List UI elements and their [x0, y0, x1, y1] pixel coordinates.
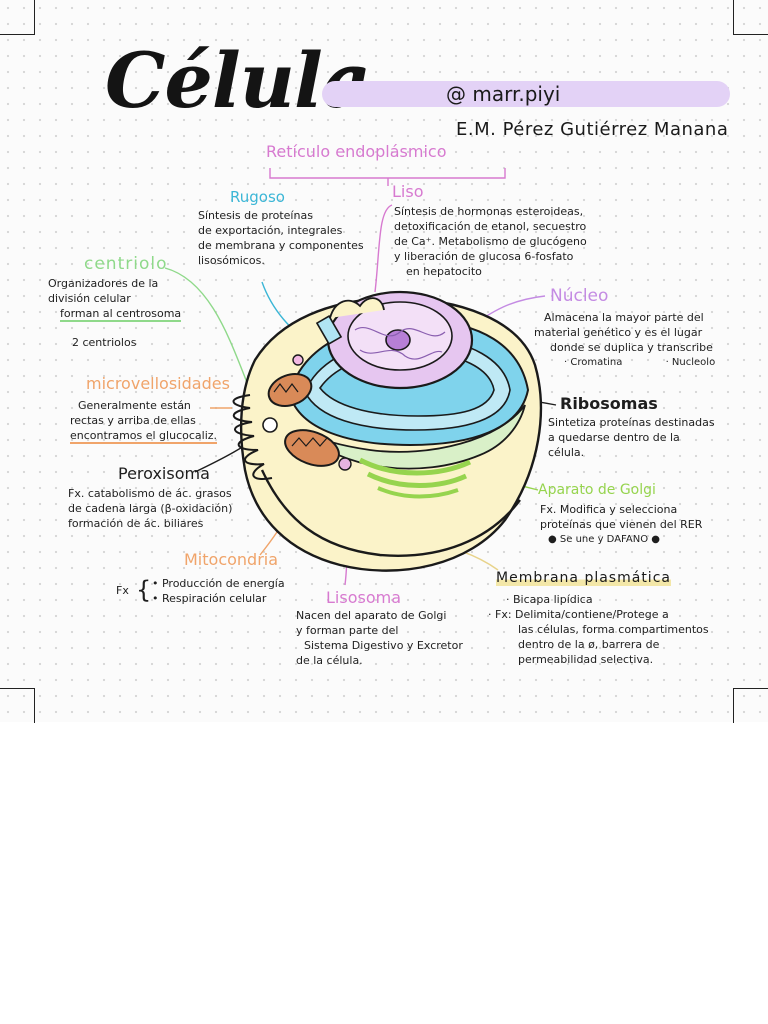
centriolo-connector [164, 267, 249, 386]
text-line: forman al centrosoma [60, 307, 182, 322]
text-line: Fx. Modifica y selecciona [540, 503, 678, 516]
text-line: de exportación, integrales [198, 224, 343, 237]
golgi-heading: Aparato de Golgi [538, 482, 656, 498]
author-handle: @ marr.piyi [446, 82, 561, 106]
text-line: y liberación de glucosa 6-fosfato [394, 250, 574, 263]
cell-body [232, 290, 543, 572]
lisosoma-description: Nacen del aparato de Golgi y forman part… [296, 608, 463, 668]
nucleo-item-nucleolo: · Nucleolo [665, 357, 716, 368]
reticulo-heading: Retículo endoplásmico [266, 142, 447, 161]
text-line: detoxificación de etanol, secuestro [394, 220, 587, 233]
text-line: las células, forma compartimentos [518, 623, 709, 636]
crop-mark-top-left [0, 0, 35, 35]
microvellosidades-heading: microvellosidades [86, 374, 230, 393]
text-line: Sintetiza proteínas destinadas [548, 416, 715, 429]
text-line: Nacen del aparato de Golgi [296, 609, 447, 622]
mitocondria-fx: Fx [116, 584, 129, 597]
golgi-note: ● Se une y DAFANO ● [548, 534, 660, 545]
text-line: Síntesis de proteínas [198, 209, 313, 222]
mitocondria-item: • Producción de energía [152, 577, 285, 590]
text-line: lisosómicos. [198, 254, 265, 267]
peroxisoma-description: Fx. catabolismo de ác. grasos de cadena … [68, 486, 232, 531]
page-title: Célula [105, 36, 371, 125]
lisosoma-heading: Lisosoma [326, 588, 401, 607]
cell-illustration [164, 168, 557, 586]
text-line: Sistema Digestivo y Excretor [304, 639, 463, 652]
text-line: encontramos el glucocaliz. [70, 429, 218, 444]
text-line: permeabilidad selectiva. [518, 653, 654, 666]
liso-connector [374, 204, 393, 293]
text-line: material genético y es el lugar [534, 326, 703, 339]
mitocondria-description: Fx { • Producción de energía • Respiraci… [116, 576, 285, 606]
centriolo-heading: centriolo [84, 254, 168, 274]
text-line: de Ca⁺. Metabolismo de glucógeno [394, 235, 587, 248]
text-line: y forman parte del [296, 624, 399, 637]
text-line: rectas y arriba de ellas [70, 414, 196, 427]
text-line: Fx. catabolismo de ác. grasos [68, 487, 232, 500]
text-line: donde se duplica y transcribe [550, 341, 713, 354]
text-line: célula. [548, 446, 585, 459]
mitocondria-item: • Respiración celular [152, 592, 267, 605]
peroxisoma-heading: Peroxisoma [118, 464, 210, 483]
microvellosidades-description: Generalmente están rectas y arriba de el… [70, 398, 218, 444]
text-line: Síntesis de hormonas esteroideas, [394, 205, 584, 218]
membrana-heading-text: Membrana plasmática [496, 570, 671, 586]
handle-highlight-bar [322, 81, 730, 107]
brace-glyph: { [136, 576, 152, 604]
centriolo-description: Organizadores de la división celular for… [48, 276, 182, 350]
text-line: de membrana y componentes [198, 239, 364, 252]
liso-description: Síntesis de hormonas esteroideas, detoxi… [394, 204, 587, 279]
text-line: 2 centriolos [72, 336, 137, 349]
membrana-heading: Membrana plasmática [496, 570, 671, 586]
ribosomas-description: Sintetiza proteínas destinadas a quedars… [548, 415, 715, 460]
text-line: división celular [48, 292, 131, 305]
rugoso-heading: Rugoso [230, 188, 285, 206]
author-name: E.M. Pérez Gutiérrez Manana [456, 119, 729, 140]
nucleo-description: Almacena la mayor parte del material gen… [534, 310, 715, 370]
text-line: Generalmente están [78, 399, 191, 412]
crop-mark-top-right [733, 0, 768, 35]
text-line: formación de ác. biliares [68, 517, 204, 530]
golgi-description: Fx. Modifica y selecciona proteínas que … [540, 502, 702, 547]
text-line: · Bicapa lipídica [506, 593, 593, 606]
crop-mark-bottom-right [733, 688, 768, 723]
text-line: dentro de la ø, barrera de [518, 638, 660, 651]
text-line: Organizadores de la [48, 277, 159, 290]
text-line: Almacena la mayor parte del [544, 311, 704, 324]
membrana-description: · Bicapa lipídica · Fx: Delimita/contien… [488, 592, 709, 667]
text-line: en hepatocito [406, 265, 482, 278]
nucleo-item-cromatina: · Cromatina [564, 357, 623, 368]
reticulo-bracket [269, 168, 506, 179]
text-line: de cadena larga (β-oxidación) [68, 502, 233, 515]
text-line: · Fx: Delimita/contiene/Protege a [488, 608, 669, 621]
nucleo-heading: Núcleo [550, 286, 609, 306]
liso-heading: Liso [392, 182, 424, 201]
text-line: a quedarse dentro de la [548, 431, 680, 444]
rugoso-description: Síntesis de proteínas de exportación, in… [198, 208, 364, 268]
text-line: de la célula. [296, 654, 363, 667]
crop-mark-bottom-left [0, 688, 35, 723]
text-line: proteínas que vienen del RER [540, 518, 703, 531]
ribosomas-heading: Ribosomas [560, 394, 658, 413]
mitocondria-heading: Mitocondria [184, 550, 279, 569]
